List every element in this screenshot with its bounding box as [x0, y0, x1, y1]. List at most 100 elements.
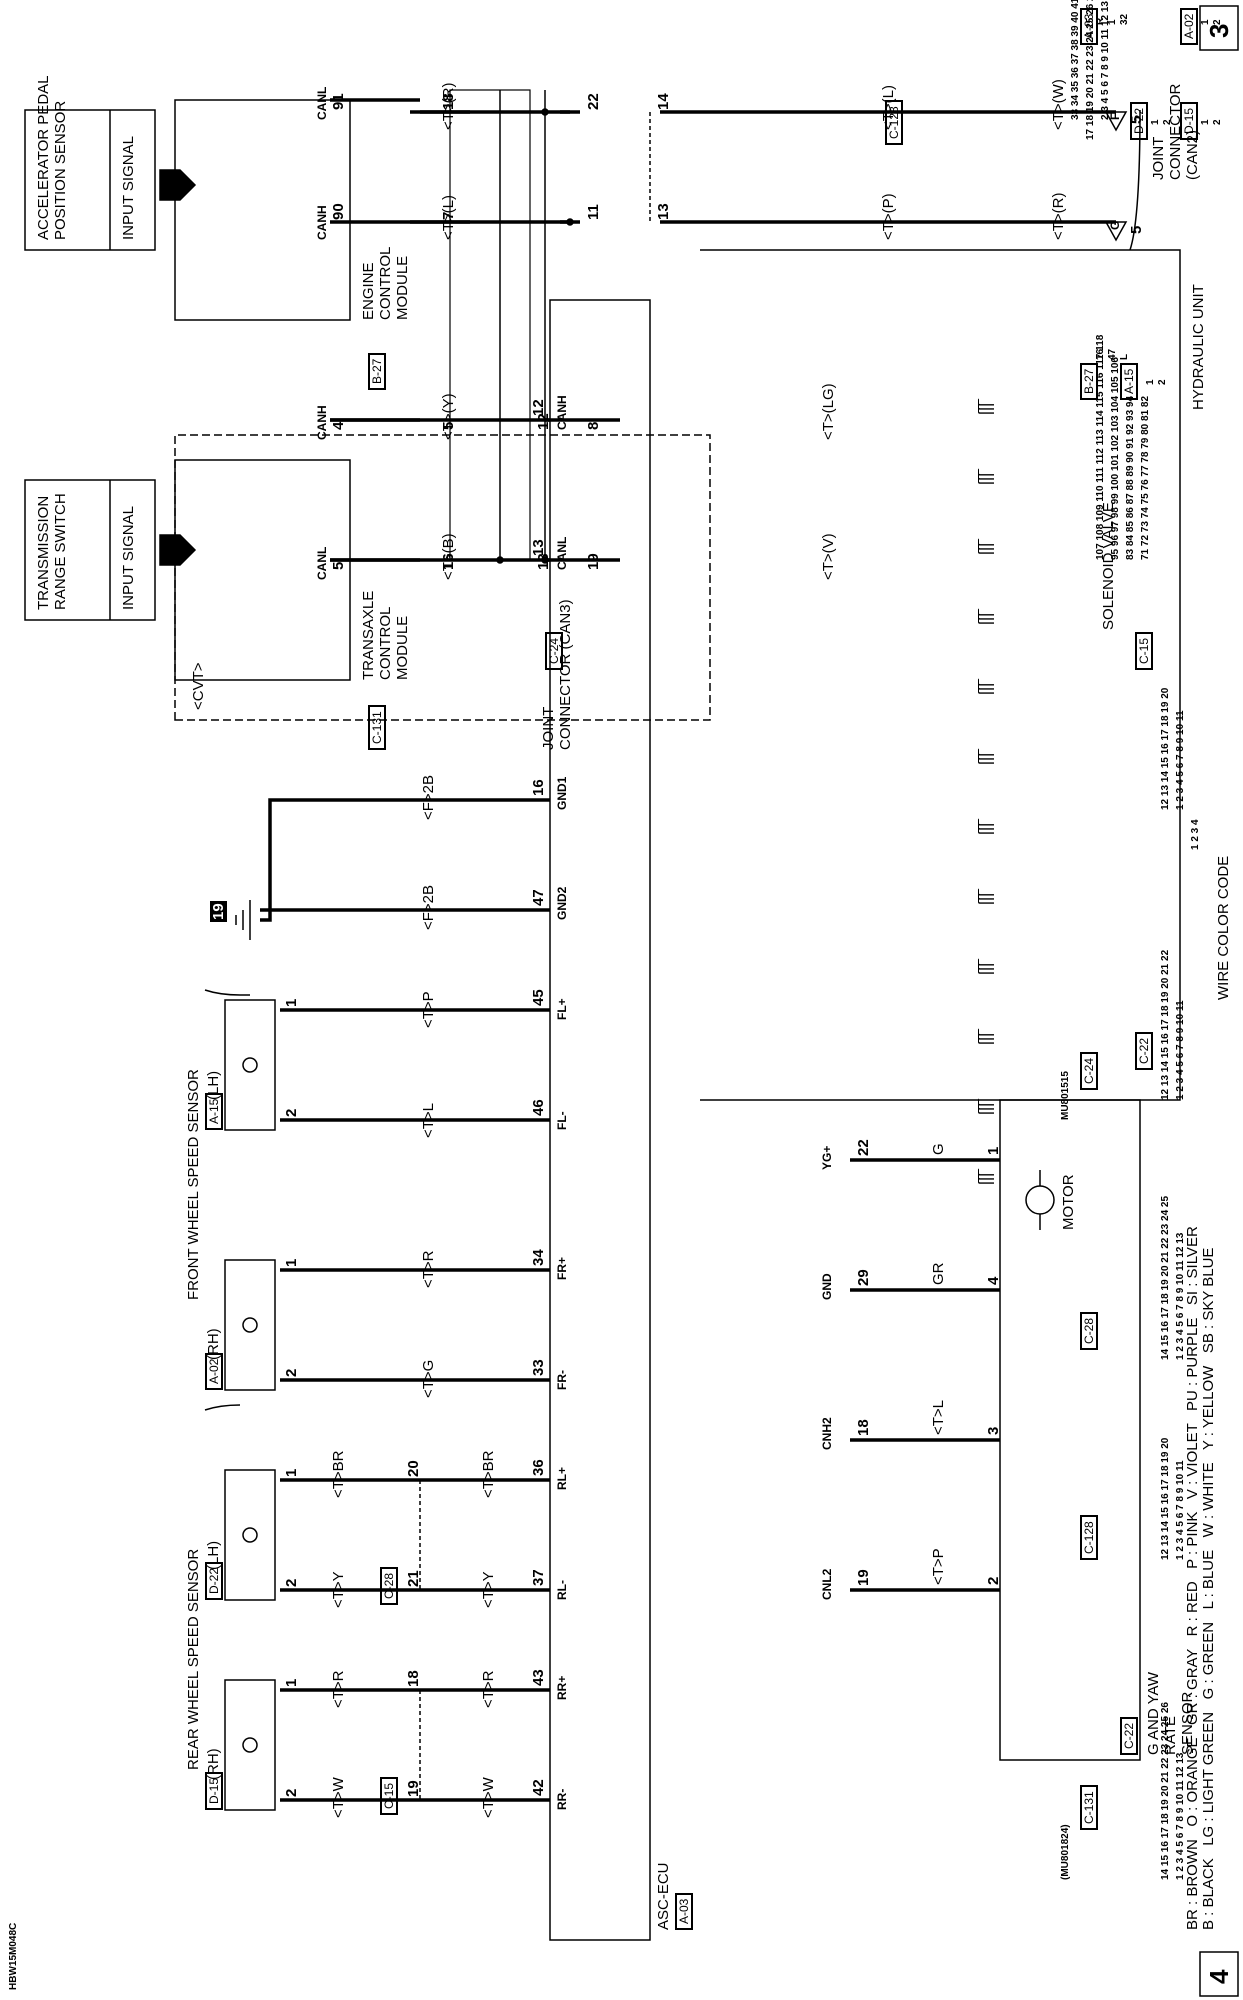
joint-can2-bracket	[1129, 109, 1141, 251]
tcm-connector: C-131	[368, 705, 386, 750]
pin-11: 11	[585, 204, 602, 220]
conn-label-c131: C-131	[1080, 1785, 1098, 1830]
rear-lh-junction1: 20	[405, 1460, 422, 1477]
motor-label: MOTOR	[1060, 1174, 1077, 1230]
solenoid-coil: ᥬᥬᥬ	[978, 1102, 998, 1115]
ecu-pin-number: 43	[530, 1669, 547, 1686]
pin-4: 4	[330, 421, 347, 430]
front-lh-pin1: 1	[283, 998, 300, 1007]
pin-19: 19	[585, 553, 602, 570]
a02-pins: 1 2	[1200, 19, 1223, 25]
wire-label-w7: <T>(LG)	[820, 383, 837, 440]
d22-pins: 1 2	[1150, 119, 1173, 125]
gyaw-connector: C-22	[1120, 1716, 1138, 1755]
ecu-pin-number: 34	[530, 1249, 547, 1266]
conn-label-c28: C-28	[1080, 1311, 1098, 1350]
a15-pins: 1 2	[1145, 379, 1168, 385]
joint-can3-title: JOINT CONNECTOR (CAN3)	[540, 599, 574, 750]
ecu-connector: A-03	[675, 1892, 693, 1930]
rear-rh-junction2: 19	[405, 1780, 422, 1797]
rear-lh-connector: D-22	[205, 1561, 223, 1600]
front-rh-wire2: <T>G	[420, 1359, 437, 1398]
ecu-title: ASC-ECU	[655, 1862, 672, 1930]
marker-box-left	[1199, 5, 1239, 51]
front-lh-wire1: <T>P	[420, 991, 437, 1028]
b27-row1: 71 72 73 74 75 76 77 78 79 80 81 82	[1140, 395, 1151, 560]
hydraulic-outline	[700, 249, 1181, 1101]
ecu-right-pin-name: YG+	[820, 1145, 834, 1170]
solenoid-coil: ᥬᥬᥬ	[978, 402, 998, 415]
solenoid-coil: ᥬᥬᥬ	[978, 892, 998, 905]
rear-lh-sensor-body	[224, 1469, 276, 1601]
ecm-input-device: ACCELERATOR PEDAL POSITION SENSOR	[35, 75, 69, 241]
front-lh-wire2: <T>L	[420, 1102, 437, 1138]
pin-91: 91	[330, 93, 347, 110]
ecu-pin-number: 47	[530, 889, 547, 906]
pin-18: 18	[440, 93, 457, 110]
solenoid-coil: ᥬᥬᥬ	[978, 472, 998, 485]
ecu-pin-name: RL+	[555, 1466, 569, 1490]
gyaw-wire1: G	[930, 1143, 947, 1155]
ecu-pin-name: FL-	[555, 1111, 569, 1130]
page-marker-right: 4	[1204, 1969, 1234, 1984]
wire-label-w2: <T>(R)	[1050, 192, 1067, 240]
rear-rh-pin1: 1	[283, 1678, 300, 1687]
rear-rh-wire1: <T>R	[330, 1670, 347, 1708]
joint-can2-pin-bottom-label: G	[1108, 220, 1122, 230]
ecm-title: ENGINE CONTROL MODULE	[360, 246, 411, 320]
ecu-pin-number: 46	[530, 1099, 547, 1116]
ecu-pin-name: RR-	[555, 1788, 569, 1810]
conn-label-c22: C-22	[1135, 1031, 1153, 1070]
c24-row2: 12 13 14 15 16 17 18 19 20 21 22	[1160, 949, 1171, 1100]
c128-label: C-128	[885, 100, 903, 145]
ecu-right-pin-number: 29	[855, 1269, 872, 1286]
ecu-right-pin-number: 18	[855, 1419, 872, 1436]
ecu-right-pin-name: GND	[820, 1273, 834, 1300]
tcm-input-label: INPUT SIGNAL	[120, 506, 137, 610]
ecu-pin-name: GND1	[555, 776, 569, 810]
tcm-title: TRANSAXLE CONTROL MODULE	[360, 590, 411, 680]
ecu-right-pin-name: CNH2	[820, 1417, 834, 1450]
c24-row1: 1 2 3 4 5 6 7 8 9 10 11	[1175, 1000, 1186, 1100]
front-lh-sensor-body	[224, 999, 276, 1131]
ground-symbol: 19	[210, 901, 227, 922]
marker-box-right	[1199, 1951, 1239, 1997]
rear-rh-wire2: <T>W	[330, 1777, 347, 1818]
joint-can3-box	[449, 89, 531, 561]
tcm-input-device: TRANSMISSION RANGE SWITCH	[35, 493, 69, 610]
conn-label-mu2: (MU801824)	[1060, 1824, 1071, 1880]
pin-22: 22	[585, 93, 602, 110]
conn-label-d22: D-22	[1130, 101, 1148, 140]
pin-5a: 5	[440, 421, 457, 430]
rear-lh-wire1: <T>BR	[330, 1450, 347, 1498]
front-rh-sensor-body	[224, 1259, 276, 1391]
a03-row3: 33 34 35 36 37 38 39 40 41 42 43 44 45 4…	[1070, 0, 1081, 120]
solenoid-coil: ᥬᥬᥬ	[978, 1172, 998, 1185]
solenoid-coil: ᥬᥬᥬ	[978, 752, 998, 765]
front-rh-wire1: <T>R	[420, 1250, 437, 1288]
ecu-right-pin-number: 19	[855, 1569, 872, 1586]
c15-row2: 12 13 14 15 16 17 18 19 20	[1160, 687, 1171, 810]
c28-row2: 14 15 16 17 18 19 20 21 22 23 24 25	[1160, 1195, 1171, 1360]
ecu-pin-name: CANH	[555, 395, 569, 430]
c15-row1: 1 2 3 4 5 6 7 8 9 10 11	[1175, 710, 1186, 810]
ground-wire-2: <F>2B	[420, 884, 437, 930]
color-code-line1: B : BLACK LG : LIGHT GREEN G : GREEN L :…	[1200, 1247, 1217, 1930]
wire-label-w8: <T>(V)	[820, 533, 837, 580]
front-rh-pin1: 1	[283, 1258, 300, 1267]
joint-can2-pin-bottom-num: 5	[1128, 225, 1145, 234]
front-sensor-group: FRONT WHEEL SPEED SENSOR	[185, 1069, 202, 1300]
ground-wire-1: <F>2B	[420, 774, 437, 820]
c131-row2: 14 15 16 17 18 19 20 21 22 23 24 25 26	[1160, 1702, 1171, 1880]
ecu-pin-number: 36	[530, 1459, 547, 1476]
c22-pins: 1 2 3 4	[1190, 819, 1201, 850]
gyaw-wire4: <T>P	[930, 1548, 947, 1585]
rear-rh-wire3: <T>R	[480, 1670, 497, 1708]
tcm-box	[174, 459, 351, 681]
diagram-code: HBW15M048C	[8, 1922, 19, 1990]
wire-label-w4: <T>(P)	[880, 193, 897, 240]
gyaw-pin2: 2	[985, 1576, 1002, 1585]
solenoid-coil: ᥬᥬᥬ	[978, 612, 998, 625]
